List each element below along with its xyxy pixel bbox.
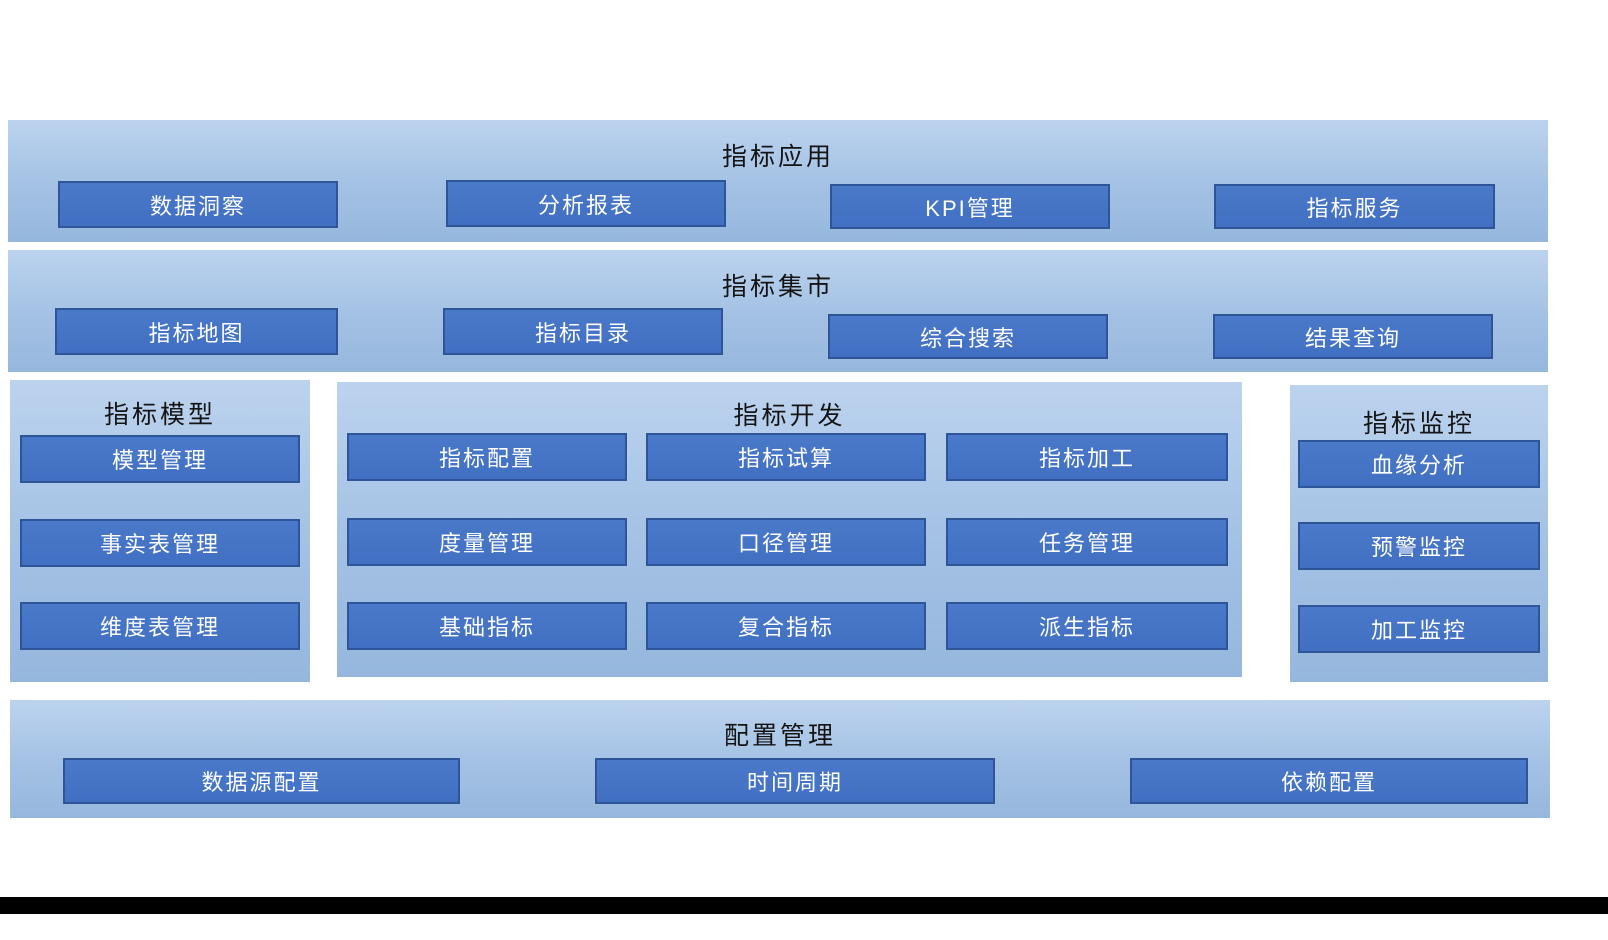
node-dev-caliber-management: 口径管理 [646,518,926,566]
node-dev-derived-metric: 派生指标 [946,602,1228,650]
node-market-result-query: 结果查询 [1213,314,1493,359]
node-dev-task-management: 任务管理 [946,518,1228,566]
section-monitoring: 指标监控 血缘分析 预警监控 加工监控 [1290,385,1548,682]
node-dev-metric-trial-calc: 指标试算 [646,433,926,481]
node-dev-metric-config: 指标配置 [347,433,627,481]
section-title-monitoring: 指标监控 [1362,410,1475,438]
node-dev-measure-management: 度量管理 [347,518,627,566]
section-title-model: 指标模型 [103,401,216,429]
node-monitor-lineage-analysis: 血缘分析 [1298,440,1540,488]
node-market-metric-map: 指标地图 [55,308,338,355]
section-title-market: 指标集市 [721,273,834,301]
node-model-management: 模型管理 [20,435,300,483]
node-application-kpi-management: KPI管理 [830,184,1110,229]
section-model: 指标模型 模型管理 事实表管理 维度表管理 [10,380,310,682]
node-config-datasource: 数据源配置 [63,758,460,804]
node-monitor-process-monitoring: 加工监控 [1298,605,1540,653]
section-title-development: 指标开发 [733,402,846,430]
node-application-metric-service: 指标服务 [1214,184,1495,229]
section-title-configuration: 配置管理 [723,722,836,750]
section-title-application: 指标应用 [721,143,834,171]
section-development: 指标开发 指标配置 指标试算 指标加工 度量管理 口径管理 任务管理 基础指标 … [337,382,1242,677]
node-dev-basic-metric: 基础指标 [347,602,627,650]
node-model-fact-table-management: 事实表管理 [20,519,300,567]
node-dev-composite-metric: 复合指标 [646,602,926,650]
node-dev-metric-processing: 指标加工 [946,433,1228,481]
node-model-dim-table-management: 维度表管理 [20,602,300,650]
node-config-time-period: 时间周期 [595,758,995,804]
node-monitor-alert-monitoring: 预警监控 [1298,522,1540,570]
section-market: 指标集市 指标地图 指标目录 综合搜索 结果查询 [8,250,1548,372]
node-config-dependency: 依赖配置 [1130,758,1528,804]
section-configuration: 配置管理 数据源配置 时间周期 依赖配置 [10,700,1550,818]
node-market-metric-catalog: 指标目录 [443,308,723,355]
node-application-data-insight: 数据洞察 [58,181,338,228]
node-market-global-search: 综合搜索 [828,314,1108,359]
bottom-black-bar [0,897,1608,914]
node-application-analysis-report: 分析报表 [446,180,726,227]
section-application: 指标应用 数据洞察 分析报表 KPI管理 指标服务 [8,120,1548,242]
